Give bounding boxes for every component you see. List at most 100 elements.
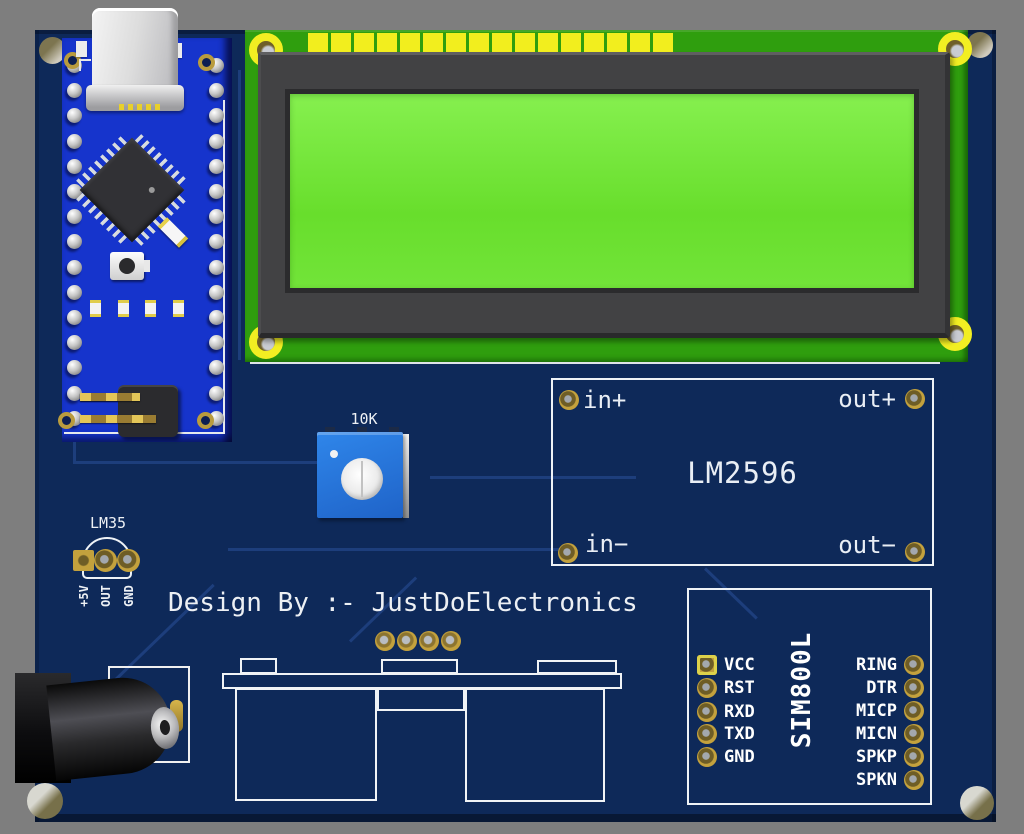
lcd-bezel (258, 52, 950, 338)
pin-label: GND (724, 747, 755, 767)
nano-mount-hole (197, 412, 214, 429)
pin (209, 360, 224, 376)
pin (209, 133, 224, 149)
pad-in-minus (558, 543, 578, 563)
trace (430, 476, 636, 479)
pin (67, 385, 82, 401)
label-in-minus: in− (585, 530, 629, 558)
potentiometer-10k: 10K (317, 410, 417, 522)
solder-pad (397, 631, 417, 651)
pot-marker-dot (330, 450, 338, 458)
pin-label: MICN (856, 724, 897, 744)
nano-mount-hole (58, 412, 75, 429)
lm35-pad-gnd (117, 549, 140, 572)
pin (209, 310, 224, 326)
pot-dial (341, 458, 383, 500)
outline-transducer-right (465, 688, 605, 802)
solder-pad (375, 631, 395, 651)
lm35-title: LM35 (89, 514, 127, 532)
lcd-silkscreen-outline (250, 362, 940, 364)
pin (209, 158, 224, 174)
pad-out-plus (905, 389, 925, 409)
outline-center-block (377, 688, 465, 711)
pin-label: SPKN (856, 770, 897, 790)
arduino-nano-module (58, 8, 232, 442)
reset-button (110, 252, 150, 280)
label-in-plus: in+ (583, 386, 627, 414)
solder-pad (441, 631, 461, 651)
icsp-pins-row (80, 415, 156, 423)
lm35-footprint: LM35 +5V OUT GND (60, 510, 156, 622)
pin (67, 234, 82, 250)
mounting-hole (27, 783, 63, 819)
pad-out-minus (905, 542, 925, 562)
pad-spkn (904, 770, 924, 790)
mounting-hole (960, 786, 994, 820)
outline-transducer-left (235, 688, 377, 801)
usb-contacts (119, 104, 161, 110)
pin (209, 385, 224, 401)
pad-vcc (697, 655, 717, 675)
trace (228, 548, 563, 551)
smd-component (117, 300, 129, 317)
pin (67, 284, 82, 300)
lm2596-title: LM2596 (687, 456, 798, 490)
pin1-dot (147, 185, 157, 195)
lm35-pin-label: OUT (99, 585, 113, 607)
pin (67, 133, 82, 149)
pin-label: RING (856, 655, 897, 675)
nano-mount-hole (198, 54, 215, 71)
outline-bar (222, 673, 622, 689)
pin (209, 335, 224, 351)
pad-micn (904, 724, 924, 744)
pin (209, 284, 224, 300)
lm35-pin-label: GND (122, 585, 136, 607)
usb-mini-connector (92, 8, 178, 100)
button-tab (144, 260, 150, 272)
smd-component (76, 41, 87, 57)
lm35-pad-out (94, 549, 117, 572)
pin (67, 259, 82, 275)
pot-leg (325, 427, 335, 434)
pad-ring (904, 655, 924, 675)
potentiometer-value-label: 10K (350, 410, 378, 428)
pin-label: RXD (724, 702, 755, 722)
pad-txd (697, 724, 717, 744)
pin-label: MICP (856, 701, 897, 721)
pin (209, 259, 224, 275)
lcd-screen-recess (285, 89, 919, 293)
pin-label: VCC (724, 655, 755, 675)
pad-rst (697, 678, 717, 698)
label-out-minus: out− (838, 531, 896, 559)
pin (209, 108, 224, 124)
trace (238, 70, 241, 360)
silkscreen-corner-bracket (79, 59, 91, 71)
pot-side-metal (403, 434, 409, 518)
smd-component (172, 300, 184, 317)
pin-label: RST (724, 678, 755, 698)
smd-component (90, 300, 101, 317)
nano-right-pin-header (209, 58, 225, 426)
design-credit-text: Design By :- JustDoElectronics (168, 588, 638, 618)
nano-left-pin-header (67, 58, 83, 426)
solder-pad (419, 631, 439, 651)
ultrasonic-pads (375, 631, 461, 651)
pin (209, 234, 224, 250)
outline-tab (381, 659, 458, 674)
pin (209, 83, 224, 99)
sim800l-title: SIM800L (787, 631, 817, 749)
sim800l-footprint: SIM800L VCC RST RXD TXD GND RING DTR MIC… (687, 588, 932, 805)
smd-component (145, 300, 157, 317)
label-out-plus: out+ (838, 385, 896, 413)
lm35-pad-5v (73, 550, 94, 571)
lcd-screen (290, 94, 914, 288)
lm2596-footprint: in+ out+ in− out− LM2596 (551, 378, 934, 566)
pad-rxd (697, 702, 717, 722)
pad-dtr (904, 678, 924, 698)
pin (67, 108, 82, 124)
pin (67, 360, 82, 376)
pad-micp (904, 701, 924, 721)
pin (209, 184, 224, 200)
pot-leg (389, 427, 399, 434)
